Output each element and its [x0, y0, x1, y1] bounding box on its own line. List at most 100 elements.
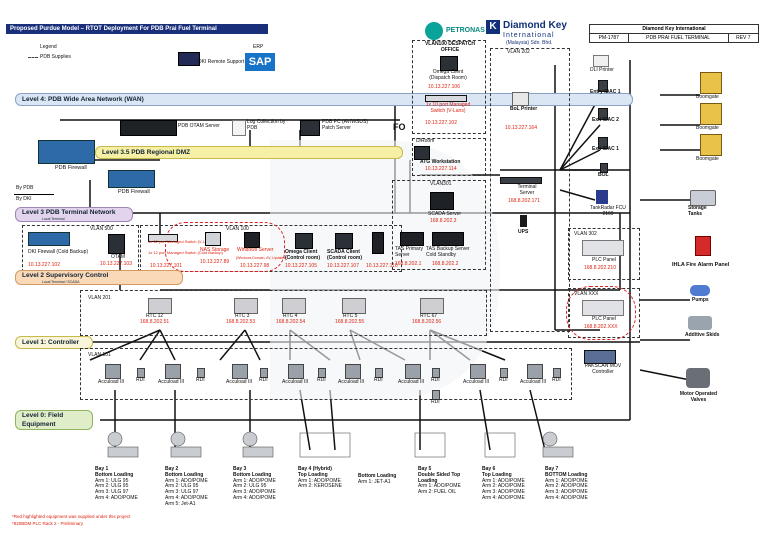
- level-2-bar: Level 2 Supervisory Control Local Termin…: [15, 270, 183, 285]
- plc-panel-1-label: PLC Panel: [592, 257, 616, 263]
- rdi-9-icon: [432, 390, 440, 400]
- bay-2-arm-4: Arm 4: ADO/POME: [165, 494, 208, 501]
- dk-sub: International: [503, 32, 555, 39]
- omega-client-icon: [295, 233, 313, 249]
- erp-label: ERP: [253, 44, 264, 50]
- title-bar: Proposed Purdue Model – RTOT Deployment …: [6, 24, 268, 34]
- table-company: Diamond Key International: [589, 24, 759, 34]
- despatch-switch-ip: 10.13.227.102: [425, 120, 457, 126]
- accuload-2-label: Accuload III: [158, 379, 185, 385]
- bay-3-arm-4: Arm 4: ADO/POME: [233, 494, 276, 501]
- log-document-icon: [232, 120, 246, 136]
- vlan101-box: [80, 348, 572, 400]
- rdi-2-label: RDI: [196, 377, 205, 383]
- bay-3-title: Bay 3: [233, 466, 247, 472]
- bol-printer-icon: [512, 92, 529, 106]
- bay-2-arm-2: Arm 2: ULG 95: [165, 483, 199, 490]
- rdi-3-label: RDI: [259, 377, 268, 383]
- level-2-sub: Local Terminal / SCADA: [42, 280, 80, 284]
- pumps-icon: [690, 285, 710, 296]
- tankradar-label: TankRadar FCU 2160: [590, 205, 626, 217]
- accuload-4-icon: [288, 364, 304, 379]
- bay-6-arm-3: Arm 3: ADO/POME: [482, 489, 525, 495]
- bay-1-arm-4: Arm 4: ADO/POME: [95, 494, 138, 501]
- rtc-67-ip: 168.8.202.56: [412, 319, 442, 325]
- rtc-67-label: RTC 67: [420, 313, 438, 319]
- bay-4b: Bottom Loading Arm 1: JET-A1: [358, 473, 397, 486]
- bay-4b-sub: Bottom Loading: [358, 473, 397, 479]
- dk-logo-icon: K: [486, 20, 500, 34]
- rtc-67-icon: [420, 298, 444, 314]
- otam-ip: 10.13.227.103: [100, 261, 132, 267]
- rtc-4-label: RTC 4: [283, 313, 298, 319]
- vlan202-box: [490, 48, 570, 332]
- rdi-5-icon: [375, 368, 383, 378]
- rdi-7-label: RDI: [499, 377, 508, 383]
- vlan302-title: VLAN 302: [574, 231, 597, 237]
- despatch-switch-label: 1x 10 port Managed Switch (V-Lans): [425, 102, 471, 114]
- legend-item: PDB Supplies: [40, 54, 71, 60]
- level-4-bar: Level 4: PDB Wide Area Network (WAN): [15, 93, 633, 106]
- bay-7-arm-1: Arm 1: ADO/POME: [545, 477, 588, 484]
- rdi-4-label: RDI: [317, 377, 326, 383]
- fire-alarm-icon: [695, 236, 711, 256]
- scada-client-label: SCADA Client (Control room): [327, 249, 362, 261]
- entry-idac-icon: [598, 80, 608, 92]
- bay1-tank-icon: [107, 431, 123, 447]
- boomgate-2-label: Boomgate: [696, 125, 719, 131]
- bay-1-arm-1: Arm 1: ULG 95: [95, 477, 129, 484]
- exit-idac1-icon: [598, 137, 608, 149]
- bay-4-title: Bay 4 (Hybrid): [298, 466, 332, 472]
- otam-server-icon: [120, 120, 177, 136]
- accuload-6-label: Accuload III: [398, 379, 425, 385]
- scada-server-icon: [430, 192, 454, 210]
- pdb-firewall-2-label: PDB Firewall: [118, 189, 150, 195]
- ups-label: UPS: [518, 229, 529, 235]
- accuload-6-icon: [405, 364, 421, 379]
- managed-switch-icon: [148, 234, 178, 242]
- bay-2: Bay 2 Bottom Loading Arm 1: ADO/POME Arm…: [165, 466, 208, 507]
- bay-5: Bay 5 Double Sided Top Loading Arm 1: AD…: [418, 466, 473, 496]
- otam-server-label: PDB OTAM Server: [178, 123, 220, 129]
- plc-red-ring: [566, 286, 636, 340]
- bay-6: Bay 6 Top Loading Arm 1: ADO/POME Arm 2:…: [482, 466, 525, 502]
- atg-title: D/Room: [416, 138, 435, 144]
- bay-3-arm-3: Arm 3: ADO/POME: [233, 489, 276, 495]
- entry-idac-label: Entry IDAC 1: [590, 89, 621, 95]
- pdb-dki-divider: [14, 194, 54, 195]
- level-3-bar: Level 3 PDB Terminal Network Local Termi…: [15, 207, 133, 222]
- mov-icon: [686, 368, 710, 388]
- atg-label: ATG Workstation: [420, 159, 461, 165]
- additive-skids-label: Additive Skids: [685, 332, 720, 338]
- terminal-server-label: Terminal Server: [517, 184, 537, 196]
- tas-backup-icon: [432, 232, 464, 246]
- vlan100-title: VLAN 100: [226, 226, 249, 232]
- windows-server-ip: 10.13.227.98: [240, 263, 270, 269]
- rtc-12-ip: 168.8.202.51: [140, 319, 170, 325]
- accuload-8-icon: [527, 364, 543, 379]
- bay-4-arm-2: Arm 2: KEROSENE: [298, 483, 342, 490]
- tas-primary-label: TAS Primary Server: [395, 246, 423, 258]
- vlan301-box: [392, 180, 486, 270]
- bay-2-arm-5: Arm 5: Jet-A1: [165, 500, 196, 507]
- terminal-server-ip: 168.8.202.171: [508, 198, 540, 204]
- nas-storage-icon: [205, 232, 221, 246]
- bay-6-arm-4: Arm 4: ADO/POME: [482, 494, 525, 501]
- red-highlight-ring: [165, 222, 285, 272]
- dki-remote-label: DKI Remote Support: [198, 59, 245, 65]
- storage-tanks-icon: [690, 190, 716, 206]
- fo-label: FO: [393, 122, 406, 132]
- rdi-9-label: RDI: [431, 399, 440, 405]
- level-3-sub: Local Terminal: [42, 217, 65, 221]
- despatch-client-ip: 10.13.227.106: [428, 84, 460, 90]
- log-collection-label: Log Collection by PDB: [247, 119, 286, 131]
- plc-panel-2-icon: [582, 300, 624, 316]
- dki-firewall-icon: [28, 232, 70, 246]
- legend-line: [28, 57, 38, 59]
- fire-alarm-label: IHLA Fire Alarm Panel: [672, 262, 730, 268]
- bay-1-arm-3: Arm 3: ULG 97: [95, 489, 129, 495]
- vlan500-title: VLAN 500: [90, 226, 113, 232]
- bol-printer-label: BoL Printer: [510, 106, 538, 112]
- bay-7-arm-4: Arm 4: ADO/POME: [545, 494, 588, 501]
